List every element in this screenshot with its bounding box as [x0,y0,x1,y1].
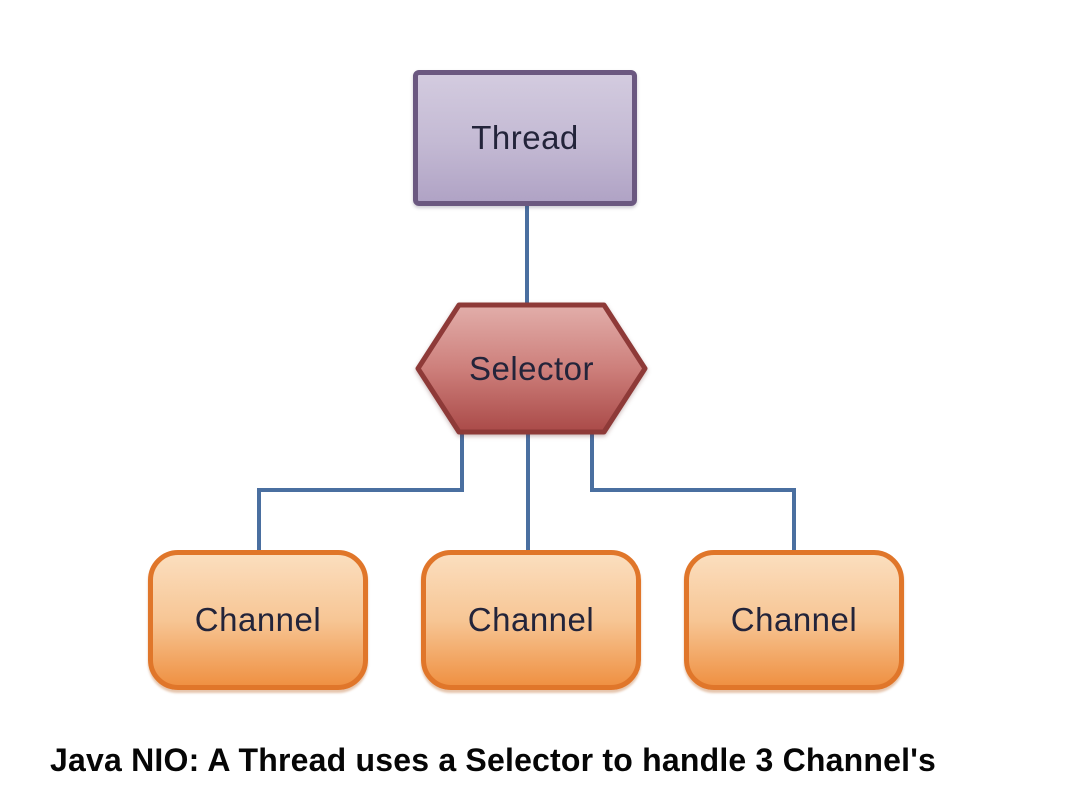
edge-selector-channel-3 [590,433,796,552]
diagram-caption: Java NIO: A Thread uses a Selector to ha… [50,742,937,778]
selector-label: Selector [468,349,595,387]
hexagon-shape [415,302,648,435]
edge-selector-channel-1 [257,433,464,552]
node-selector: Selector [415,302,648,435]
thread-label: Thread [471,119,579,156]
node-channel-2: Channel [421,550,641,690]
channel-1-label: Channel [194,601,322,638]
channel-2-label: Channel [467,601,595,638]
channel-3-label: Channel [730,601,858,638]
node-channel-3: Channel [684,550,904,690]
node-channel-1: Channel [148,550,368,690]
node-thread: Thread [413,70,637,206]
